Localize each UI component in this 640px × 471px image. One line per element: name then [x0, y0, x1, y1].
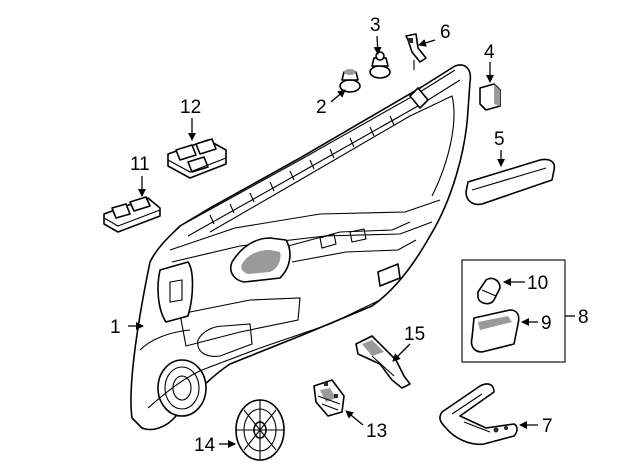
callout-5: 5 [494, 129, 505, 150]
handle-bracket-part [355, 335, 411, 389]
mounting-bracket-part [313, 379, 345, 417]
armrest-pad-part [465, 158, 556, 206]
lamp-lens-part [470, 309, 520, 353]
switch-cap-part [479, 83, 501, 111]
leader-lines [128, 35, 575, 448]
sub-assembly-box [461, 259, 566, 363]
callout-2: 2 [316, 97, 327, 118]
callout-9: 9 [541, 313, 552, 334]
bracket-part [405, 33, 427, 70]
callout-1: 1 [110, 317, 121, 338]
trim-clip-part [339, 69, 361, 93]
leader-15 [392, 343, 411, 362]
retainer-clip-part [369, 51, 391, 79]
callout-4: 4 [484, 42, 495, 63]
leader-2 [330, 89, 346, 103]
bulb-part [477, 277, 501, 305]
callout-15: 15 [404, 324, 425, 345]
handle-frame-part [439, 383, 518, 446]
speaker-grille-part [235, 399, 285, 461]
callout-6: 6 [440, 22, 451, 43]
leader-13 [345, 410, 364, 426]
callout-3: 3 [370, 15, 381, 36]
leader-6 [418, 39, 436, 47]
callout-7: 7 [542, 416, 553, 437]
window-switch-part [103, 196, 161, 233]
leader-3 [373, 35, 382, 55]
callout-labels: 1 2 3 4 5 6 7 8 9 10 11 12 13 14 15 [110, 15, 589, 456]
callout-13: 13 [366, 421, 387, 442]
callout-12: 12 [180, 97, 201, 118]
door-trim-panel [130, 64, 472, 431]
master-switch-part [167, 138, 227, 179]
callout-8: 8 [578, 307, 589, 328]
callout-14: 14 [194, 435, 216, 456]
callout-10: 10 [527, 273, 548, 294]
callout-11: 11 [130, 154, 150, 175]
